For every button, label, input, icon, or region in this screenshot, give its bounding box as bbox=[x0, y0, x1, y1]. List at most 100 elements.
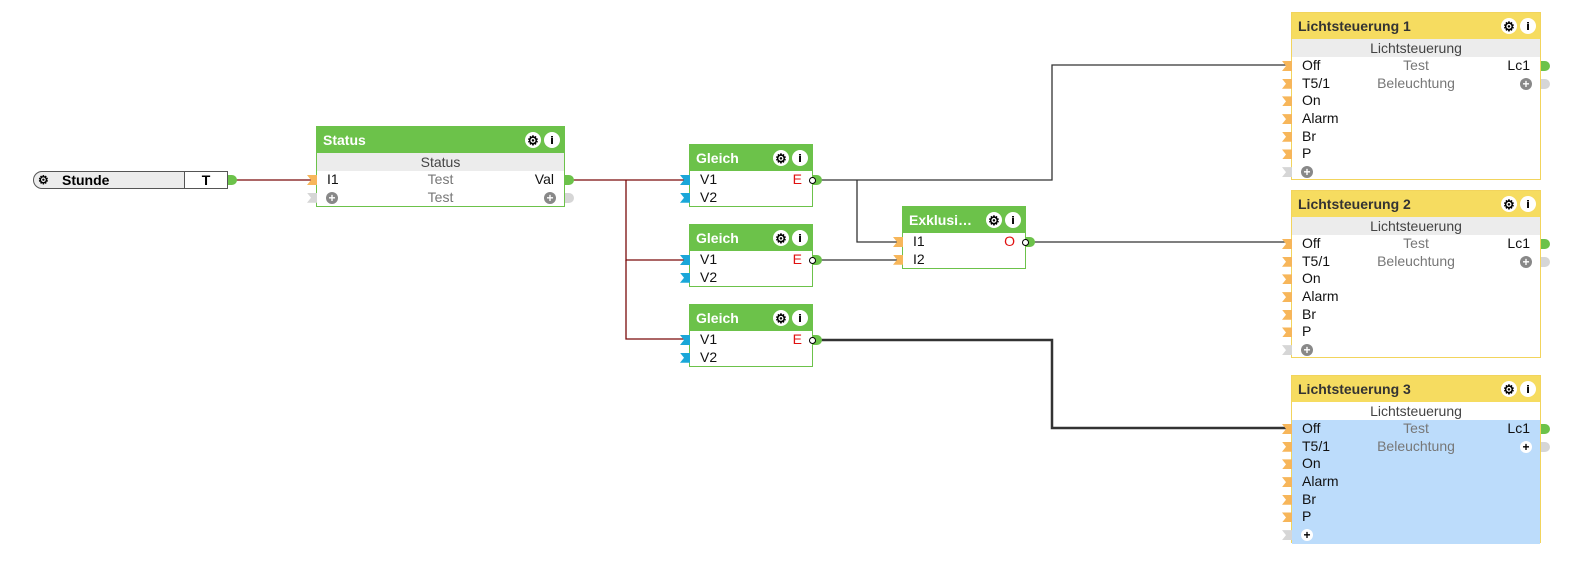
lichtsteuerung-block[interactable]: Lichtsteuerung 1 Lichtsteuerung OffTest … bbox=[1282, 12, 1550, 180]
output-pin[interactable] bbox=[813, 335, 822, 345]
add-output-icon[interactable]: + bbox=[544, 191, 556, 204]
wire-status-gleich3 bbox=[625, 260, 690, 340]
row-value: Test bbox=[1403, 57, 1429, 73]
gleich-block[interactable]: Gleich V1 E V2 bbox=[680, 304, 822, 367]
input-pin[interactable] bbox=[1282, 239, 1292, 249]
input-pin[interactable] bbox=[893, 237, 903, 247]
gleich-block[interactable]: Gleich V1 E V2 bbox=[680, 144, 822, 207]
add-input-icon[interactable]: + bbox=[1301, 166, 1313, 179]
input-pin[interactable] bbox=[1282, 459, 1292, 470]
input-label: T5/1 bbox=[1302, 437, 1331, 454]
gear-icon[interactable] bbox=[773, 310, 789, 326]
status-block[interactable]: Status Status I1 Test Val + Test + bbox=[307, 126, 574, 207]
input-pin[interactable] bbox=[1282, 494, 1292, 505]
lichtsteuerung-block[interactable]: Lichtsteuerung 2 Lichtsteuerung OffTest … bbox=[1282, 190, 1550, 358]
output-pin[interactable] bbox=[565, 175, 574, 185]
gear-icon[interactable] bbox=[1501, 381, 1517, 397]
info-icon[interactable] bbox=[1520, 18, 1536, 34]
input-pin[interactable] bbox=[1282, 441, 1292, 452]
input-pin[interactable] bbox=[1282, 477, 1292, 488]
input-label: I1 bbox=[327, 171, 339, 187]
gear-icon[interactable] bbox=[525, 132, 541, 148]
input-pin[interactable] bbox=[680, 352, 690, 363]
add-input-icon[interactable]: + bbox=[326, 191, 338, 204]
input-pin[interactable] bbox=[893, 254, 903, 265]
info-icon[interactable] bbox=[792, 230, 808, 246]
input-pin[interactable] bbox=[1282, 114, 1292, 125]
add-input-pin[interactable] bbox=[1282, 345, 1292, 356]
add-output-pin[interactable] bbox=[565, 192, 574, 203]
add-output-icon[interactable]: + bbox=[1520, 440, 1532, 453]
input-pin[interactable] bbox=[1282, 274, 1292, 285]
lichtsteuerung-block[interactable]: Lichtsteuerung 3 Lichtsteuerung OffTest … bbox=[1282, 375, 1550, 544]
input-label: On bbox=[1302, 455, 1321, 472]
add-input-pin[interactable] bbox=[307, 192, 317, 203]
add-output-pin[interactable] bbox=[1541, 441, 1550, 452]
input-pin[interactable] bbox=[1282, 256, 1292, 267]
negation-ring-icon bbox=[809, 177, 816, 184]
input-pin[interactable] bbox=[1282, 424, 1292, 434]
negation-ring-icon bbox=[1022, 239, 1029, 246]
row-value: Test bbox=[1403, 235, 1429, 251]
input-pin[interactable] bbox=[680, 335, 690, 345]
negation-ring-icon bbox=[809, 257, 816, 264]
input-label: Br bbox=[1302, 305, 1316, 322]
gear-icon[interactable] bbox=[986, 212, 1002, 228]
input-label: Br bbox=[1302, 490, 1316, 507]
input-label: Off bbox=[1302, 57, 1321, 73]
output-pin[interactable] bbox=[228, 175, 237, 185]
input-label: Alarm bbox=[1302, 110, 1339, 127]
add-input-icon[interactable]: + bbox=[1301, 529, 1313, 542]
info-icon[interactable] bbox=[792, 150, 808, 166]
input-pin[interactable] bbox=[1282, 327, 1292, 338]
add-input-pin[interactable] bbox=[1282, 530, 1292, 541]
exklusiv-block[interactable]: Exklusi… I1 O I2 bbox=[893, 206, 1035, 269]
add-output-pin[interactable] bbox=[1541, 256, 1550, 267]
input-pin[interactable] bbox=[1282, 292, 1292, 303]
input-pin[interactable] bbox=[1282, 131, 1292, 142]
output-pin[interactable] bbox=[1541, 424, 1550, 434]
input-label: I1 bbox=[913, 233, 925, 249]
info-icon[interactable] bbox=[1005, 212, 1021, 228]
add-input-pin[interactable] bbox=[1282, 167, 1292, 178]
input-pin[interactable] bbox=[1282, 61, 1292, 71]
output-pin[interactable] bbox=[813, 255, 822, 265]
add-output-icon[interactable]: + bbox=[1520, 255, 1532, 268]
input-label: V2 bbox=[700, 188, 718, 205]
input-pin[interactable] bbox=[307, 175, 317, 185]
add-input-icon[interactable]: + bbox=[1301, 344, 1313, 357]
input-pin[interactable] bbox=[680, 192, 690, 203]
block-subtitle: Lichtsteuerung bbox=[1292, 402, 1540, 420]
add-output-icon[interactable]: + bbox=[1520, 77, 1532, 90]
input-pin[interactable] bbox=[1282, 96, 1292, 107]
info-icon[interactable] bbox=[1520, 381, 1536, 397]
block-title: Status bbox=[323, 132, 366, 148]
gear-icon[interactable] bbox=[1501, 18, 1517, 34]
output-label: E bbox=[792, 251, 802, 267]
input-node-stunde[interactable]: ⚙ Stunde T bbox=[33, 171, 237, 189]
output-pin[interactable] bbox=[813, 175, 822, 185]
gear-icon[interactable] bbox=[1501, 196, 1517, 212]
gear-icon[interactable] bbox=[773, 230, 789, 246]
input-pin[interactable] bbox=[1282, 309, 1292, 320]
input-pin[interactable] bbox=[680, 255, 690, 265]
input-label: Off bbox=[1302, 420, 1321, 436]
input-pin[interactable] bbox=[680, 272, 690, 283]
input-node-type: T bbox=[184, 171, 228, 189]
input-pin[interactable] bbox=[1282, 149, 1292, 160]
output-pin[interactable] bbox=[1541, 239, 1550, 249]
info-icon[interactable] bbox=[1520, 196, 1536, 212]
gear-icon[interactable] bbox=[773, 150, 789, 166]
info-icon[interactable] bbox=[544, 132, 560, 148]
gear-icon[interactable]: ⚙ bbox=[38, 173, 49, 187]
output-pin[interactable] bbox=[1026, 237, 1035, 247]
output-pin[interactable] bbox=[1541, 61, 1550, 71]
block-title: Lichtsteuerung 1 bbox=[1298, 18, 1411, 34]
gleich-block[interactable]: Gleich V1 E V2 bbox=[680, 224, 822, 287]
input-pin[interactable] bbox=[680, 175, 690, 185]
input-pin[interactable] bbox=[1282, 512, 1292, 523]
wire-gleich3-licht3 bbox=[820, 338, 1292, 430]
input-pin[interactable] bbox=[1282, 78, 1292, 89]
add-output-pin[interactable] bbox=[1541, 78, 1550, 89]
info-icon[interactable] bbox=[792, 310, 808, 326]
